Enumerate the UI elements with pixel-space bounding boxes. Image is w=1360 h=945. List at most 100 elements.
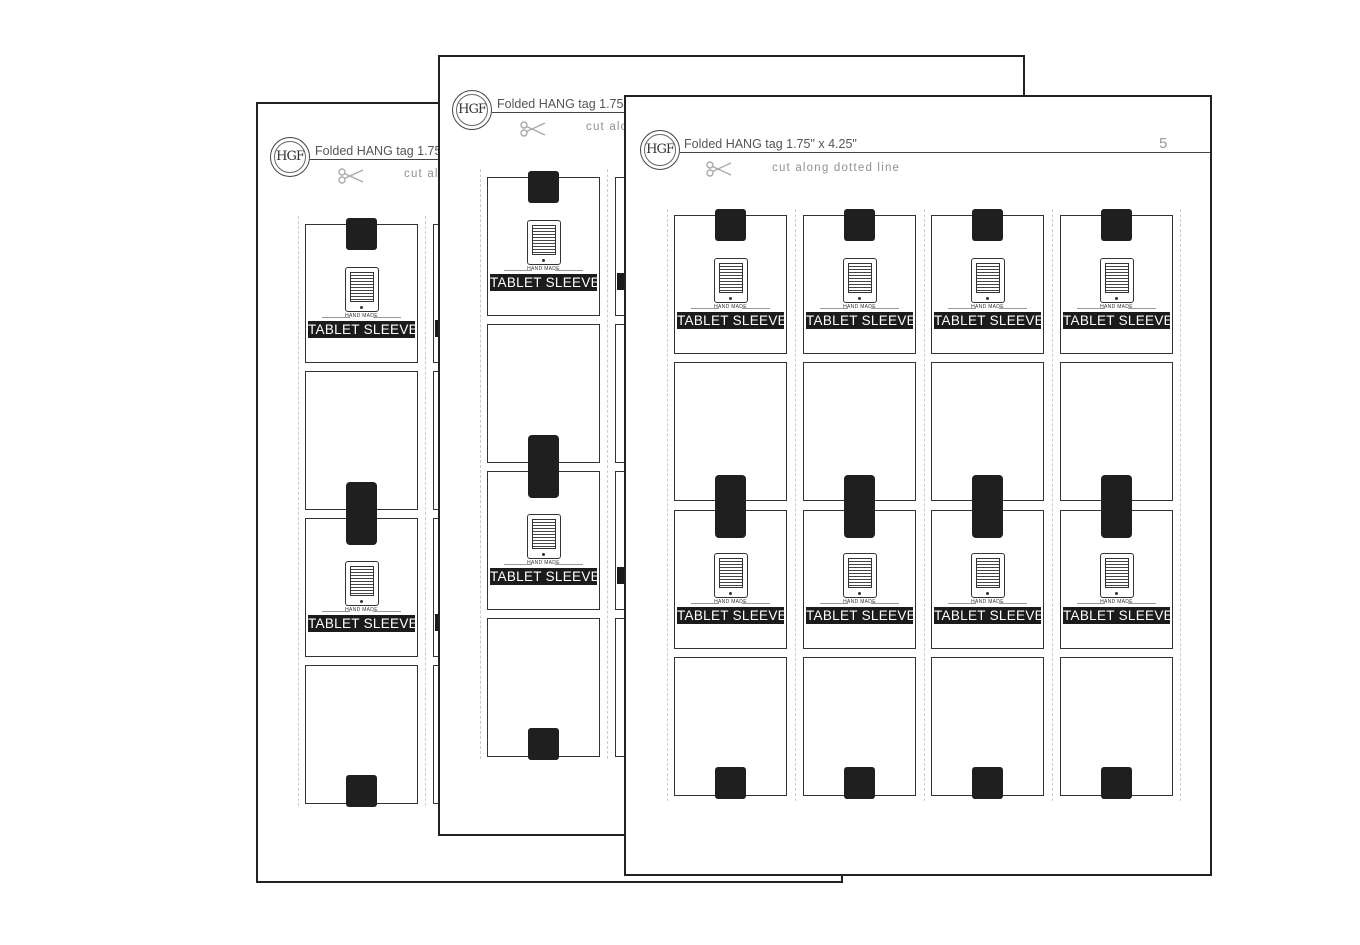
hang-tag: HAND MADE TABLET SLEEVE [674, 510, 787, 799]
sheet-title: Folded HANG tag 1.75 [315, 144, 442, 158]
logo-monogram: HGF [276, 149, 305, 164]
hang-hole-tab [972, 209, 1003, 241]
maker-line: HAND MADE [714, 599, 747, 605]
product-label: TABLET SLEEVE [308, 321, 418, 338]
cut-instruction: cut along dotted line [772, 162, 901, 174]
sheet-front: HGF Folded HANG tag 1.75" x 4.25" 5 cut … [624, 95, 1212, 876]
product-label: TABLET SLEEVE [308, 615, 418, 632]
product-label: TABLET SLEEVE [490, 274, 600, 291]
tag-front-panel: HAND MADE TABLET SLEEVE [487, 177, 600, 316]
tablet-icon [971, 258, 1005, 303]
sheet-title: Folded HANG tag 1.75 [497, 97, 624, 111]
fold-tab [972, 475, 1003, 538]
tag-front-panel: HAND MADE TABLET SLEEVE [305, 224, 418, 363]
fold-tab [844, 475, 875, 538]
maker-line: HAND MADE [843, 599, 876, 605]
product-label: TABLET SLEEVE [1063, 312, 1173, 329]
hang-hole-tab [346, 218, 377, 250]
tablet-icon [714, 553, 748, 598]
product-label: TABLET SLEEVE [1063, 607, 1173, 624]
product-label: TABLET SLEEVE [490, 568, 600, 585]
tag-front-panel: HAND MADE TABLET SLEEVE [674, 215, 787, 354]
cut-guide [924, 209, 925, 801]
cut-instruction: cut alo [404, 168, 447, 180]
tag-front-panel: HAND MADE TABLET SLEEVE [305, 518, 418, 657]
product-label: TABLET SLEEVE [677, 607, 787, 624]
maker-line: HAND MADE [843, 304, 876, 310]
maker-line: HAND MADE [345, 607, 378, 613]
hang-hole-tab [844, 209, 875, 241]
tablet-icon [843, 553, 877, 598]
maker-line: HAND MADE [1100, 599, 1133, 605]
maker-line: HAND MADE [345, 313, 378, 319]
cut-instruction: cut alo [586, 121, 629, 133]
hang-tag: HAND MADE TABLET SLEEVE [1060, 510, 1173, 799]
fold-tab [972, 767, 1003, 799]
tag-front-panel: HAND MADE TABLET SLEEVE [487, 471, 600, 610]
tablet-icon [345, 267, 379, 312]
fold-tab [1101, 475, 1132, 538]
fold-tab [844, 767, 875, 799]
cut-guide [425, 216, 426, 806]
logo-icon: HGF [452, 90, 492, 130]
cut-guide [480, 169, 481, 759]
product-label: TABLET SLEEVE [806, 312, 916, 329]
hang-tag: HAND MADE TABLET SLEEVE [487, 471, 600, 760]
cut-guide [607, 169, 608, 759]
fold-tab [528, 728, 559, 760]
product-label: TABLET SLEEVE [677, 312, 787, 329]
hang-tag: HAND MADE TABLET SLEEVE [803, 209, 916, 501]
fold-tab [715, 475, 746, 538]
hang-tag: HAND MADE TABLET SLEEVE [487, 171, 600, 463]
tag-front-panel: HAND MADE TABLET SLEEVE [1060, 510, 1173, 649]
logo-icon: HGF [640, 130, 680, 170]
fold-tab [715, 767, 746, 799]
cut-guide [795, 209, 796, 801]
tablet-icon [527, 220, 561, 265]
product-label-cropped [617, 567, 626, 584]
tablet-icon [527, 514, 561, 559]
tag-front-panel: HAND MADE TABLET SLEEVE [931, 215, 1044, 354]
fold-tab [346, 482, 377, 545]
hang-tag: HAND MADE TABLET SLEEVE [674, 209, 787, 501]
product-label: TABLET SLEEVE [806, 607, 916, 624]
tablet-icon [971, 553, 1005, 598]
fold-tab [346, 775, 377, 807]
hang-tag: HAND MADE TABLET SLEEVE [305, 218, 418, 510]
hang-tag: HAND MADE TABLET SLEEVE [803, 510, 916, 799]
logo-monogram: HGF [646, 142, 675, 157]
hang-tag: HAND MADE TABLET SLEEVE [305, 518, 418, 807]
maker-line: HAND MADE [527, 560, 560, 566]
tag-front-panel: HAND MADE TABLET SLEEVE [674, 510, 787, 649]
maker-line: HAND MADE [1100, 304, 1133, 310]
cut-guide [1052, 209, 1053, 801]
fold-tab [528, 435, 559, 498]
scissors-icon [520, 121, 546, 137]
page-number: 5 [1159, 135, 1168, 152]
hang-tag: HAND MADE TABLET SLEEVE [1060, 209, 1173, 501]
cut-guide [298, 216, 299, 806]
tablet-icon [714, 258, 748, 303]
title-rule [680, 152, 1210, 154]
tag-front-panel: HAND MADE TABLET SLEEVE [1060, 215, 1173, 354]
maker-line: HAND MADE [714, 304, 747, 310]
tag-front-panel: HAND MADE TABLET SLEEVE [803, 215, 916, 354]
scissors-icon [706, 161, 732, 177]
tablet-icon [345, 561, 379, 606]
scissors-icon [338, 168, 364, 184]
logo-icon: HGF [270, 137, 310, 177]
tablet-icon [843, 258, 877, 303]
maker-line: HAND MADE [527, 266, 560, 272]
tablet-icon [1100, 258, 1134, 303]
cut-guide [667, 209, 668, 801]
maker-line: HAND MADE [971, 304, 1004, 310]
sheet-title: Folded HANG tag 1.75" x 4.25" [684, 137, 857, 151]
cut-guide [1180, 209, 1181, 801]
product-label-cropped [617, 273, 626, 290]
tag-front-panel: HAND MADE TABLET SLEEVE [803, 510, 916, 649]
tablet-icon [1100, 553, 1134, 598]
product-label: TABLET SLEEVE [934, 312, 1044, 329]
logo-monogram: HGF [458, 102, 487, 117]
